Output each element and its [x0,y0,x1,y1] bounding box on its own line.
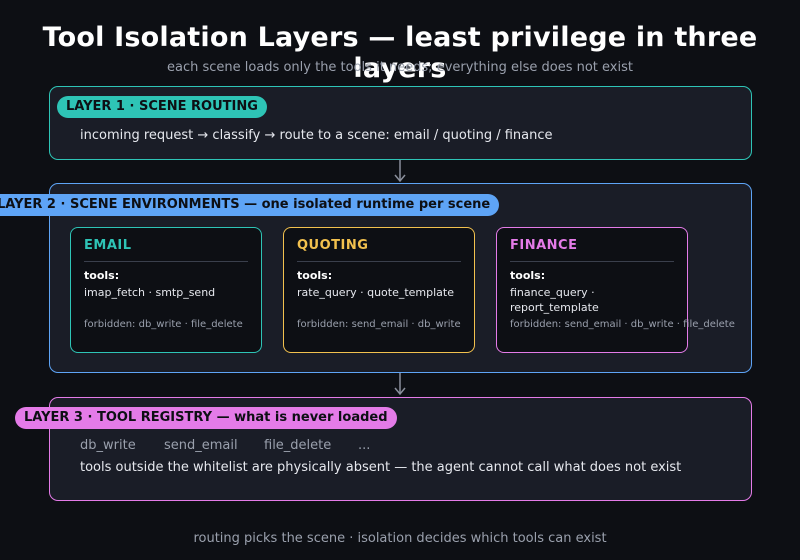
layer-1-description: incoming request → classify → route to a… [80,128,553,143]
arrow-head-1 [394,174,406,183]
scene-forbidden: forbidden: db_write · file_delete [84,319,243,330]
layer-3-label: LAYER 3 · TOOL REGISTRY — what is never … [15,407,397,429]
scene-forbidden: forbidden: send_email · db_write · file_… [510,319,735,330]
registry-item: file_delete [264,438,332,453]
layer-1-label: LAYER 1 · SCENE ROUTING [57,96,267,118]
scene-tools: imap_fetch · smtp_send [84,286,216,299]
arrow-head-2 [394,387,406,396]
divider [510,261,674,262]
diagram-subtitle: each scene loads only the tools it needs… [167,60,633,75]
divider [84,261,248,262]
scene-card-finance: FINANCE tools: finance_query · report_te… [496,227,735,353]
diagram-title: Tool Isolation Layers — least privilege … [42,22,758,84]
diagram-footer: routing picks the scene · isolation deci… [193,531,607,546]
scene-card-quoting: QUOTING tools: rate_query · quote_templa… [283,227,475,353]
scene-name: QUOTING [297,238,369,253]
scene-name: EMAIL [84,238,132,253]
registry-item: send_email [164,438,238,453]
tools-label: tools: [84,269,120,282]
scene-tools: finance_query · report_template [510,286,599,314]
registry-item: db_write [80,438,136,453]
scene-forbidden: forbidden: send_email · db_write [297,319,461,330]
scene-name: FINANCE [510,238,578,253]
tools-label: tools: [297,269,333,282]
scene-tools: rate_query · quote_template [297,286,455,299]
scene-card-email: EMAIL tools: imap_fetch · smtp_send forb… [70,227,262,353]
layer-2-label: LAYER 2 · SCENE ENVIRONMENTS — one isola… [0,194,500,216]
registry-item: ... [358,438,371,453]
layer-3-description: tools outside the whitelist are physical… [80,460,682,475]
divider [297,261,461,262]
tools-label: tools: [510,269,546,282]
